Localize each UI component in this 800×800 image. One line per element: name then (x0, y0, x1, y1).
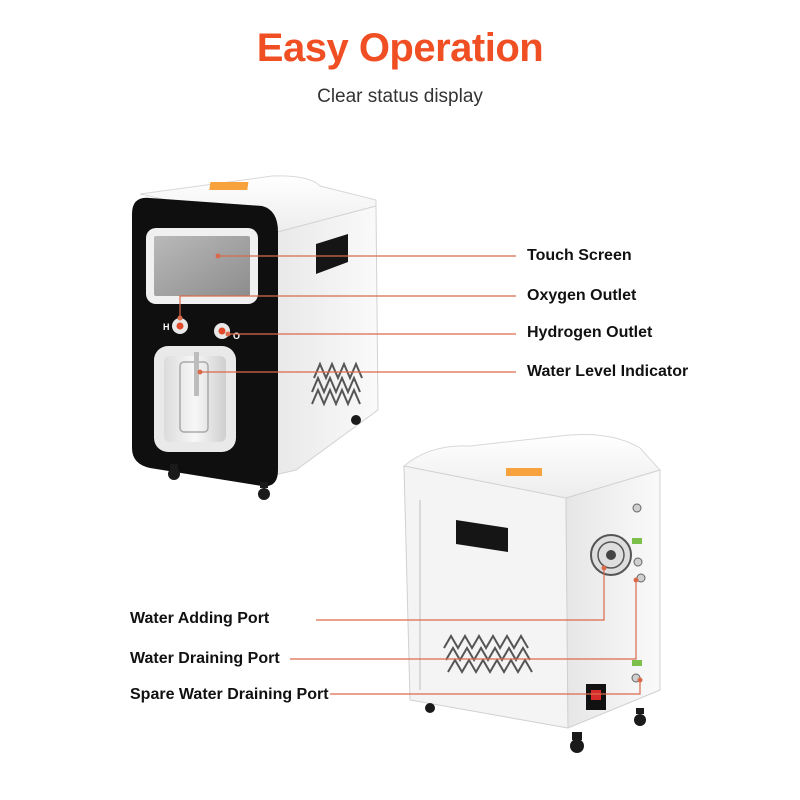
line-water-adding-port (316, 568, 605, 621)
back-warning-sticker (506, 468, 542, 476)
touch-screen-display (154, 236, 250, 296)
back-unit-side (565, 469, 661, 729)
front-unit: H O (132, 175, 379, 500)
page-subtitle: Clear status display (317, 86, 483, 107)
label-spare-water-draining-port: Spare Water Draining Port (130, 686, 329, 703)
oxygen-knob-center (218, 327, 226, 335)
back-unit-wheels (425, 703, 646, 753)
callout-lines (179, 255, 641, 695)
cooling-fan-hub (606, 550, 616, 560)
front-unit-wheels (168, 415, 361, 500)
back-unit (403, 434, 661, 753)
power-switch-light (591, 690, 601, 700)
line-spare-water-draining-port (330, 680, 641, 695)
panel-letter-o: O (233, 331, 240, 341)
line-water-draining-port (290, 580, 637, 660)
rear-ports (631, 503, 646, 683)
label-hydrogen-outlet: Hydrogen Outlet (527, 324, 653, 341)
label-water-draining-port: Water Draining Port (130, 650, 280, 667)
cooling-fan-ring (597, 541, 625, 569)
side-handle (316, 234, 348, 274)
back-unit-top (403, 434, 661, 501)
label-touch-screen: Touch Screen (527, 247, 632, 264)
label-oxygen-outlet: Oxygen Outlet (527, 287, 637, 304)
label-water-adding-port: Water Adding Port (130, 610, 270, 627)
side-vent (311, 361, 363, 407)
callout-dots (177, 253, 643, 683)
hydrogen-knob-center (176, 322, 184, 330)
back-unit-rear-face (403, 465, 569, 729)
label-water-level-indicator: Water Level Indicator (527, 363, 689, 380)
line-oxygen-outlet (179, 295, 516, 318)
rear-vent (443, 634, 533, 674)
warning-sticker (209, 182, 249, 190)
tank-tube (194, 352, 199, 396)
back-handle (456, 520, 508, 552)
page-title: Easy Operation (256, 26, 544, 70)
panel-letter-h: H (163, 322, 170, 332)
